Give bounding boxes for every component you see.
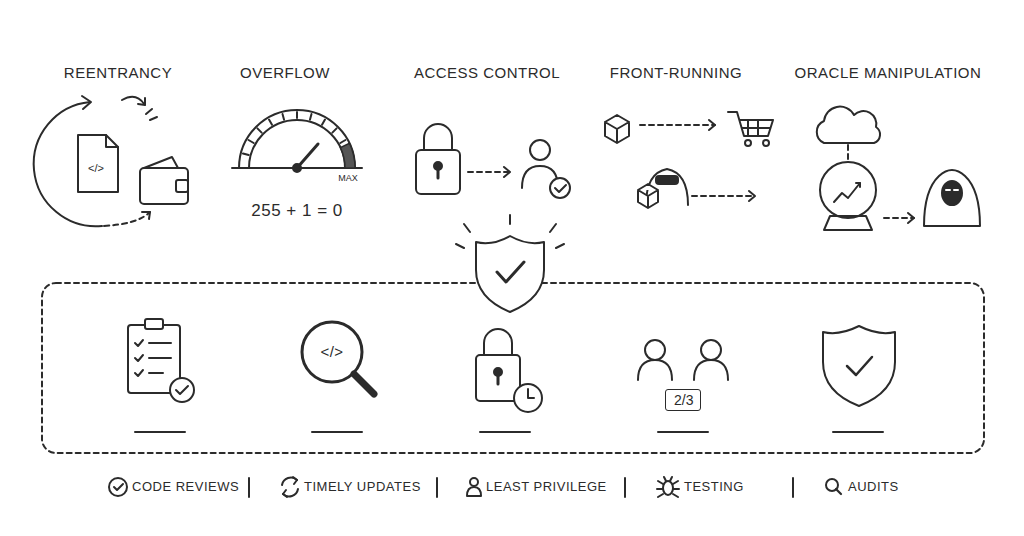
gauge-tick — [310, 114, 312, 120]
overflow-equation: 255 + 1 = 0 — [251, 202, 343, 221]
practice-label: AUDITS — [848, 480, 899, 494]
gauge-tick — [296, 112, 298, 118]
code-symbol: </> — [88, 162, 104, 174]
reentrancy-icon — [34, 96, 188, 226]
gauge-tick — [249, 140, 254, 143]
gauge-tick — [340, 140, 345, 143]
gauge-max-zone — [340, 143, 355, 168]
gauge-icon — [232, 110, 362, 172]
practice-label: TESTING — [684, 480, 744, 494]
heading: ORACLE MANIPULATION — [795, 65, 982, 82]
gauge-tick — [269, 120, 272, 125]
clipboard-icon — [128, 319, 194, 402]
heading: REENTRANCY — [64, 65, 172, 82]
heading: FRONT-RUNNING — [610, 65, 742, 82]
gauge-tick — [332, 128, 336, 132]
center-shield — [456, 215, 564, 312]
multisig-icon — [638, 340, 728, 380]
gauge-tick — [257, 128, 261, 132]
oracle-icon — [817, 107, 980, 230]
threshold-text: 2/3 — [674, 393, 692, 408]
timelock-icon — [476, 329, 542, 412]
underline — [135, 431, 883, 433]
gauge-tick — [243, 154, 249, 156]
front-running-icon — [605, 112, 773, 208]
footer-icons — [109, 477, 841, 497]
practice-label: LEAST PRIVILEGE — [486, 480, 607, 494]
gauge-label: MAX — [338, 174, 358, 184]
heading: OVERFLOW — [240, 65, 330, 82]
code-symbol: </> — [320, 344, 343, 361]
threshold-box: 2/3 — [665, 389, 701, 411]
gauge-tick — [241, 167, 247, 169]
shield-icon — [823, 326, 895, 406]
heading: ACCESS CONTROL — [414, 65, 560, 82]
gauge-tick — [283, 114, 285, 120]
practice-label: CODE REVIEWS — [132, 480, 239, 494]
code-magnifier-icon — [302, 322, 374, 394]
gauge-tick — [322, 120, 325, 125]
access-control-icon — [416, 124, 570, 198]
practice-label: TIMELY UPDATES — [304, 480, 421, 494]
